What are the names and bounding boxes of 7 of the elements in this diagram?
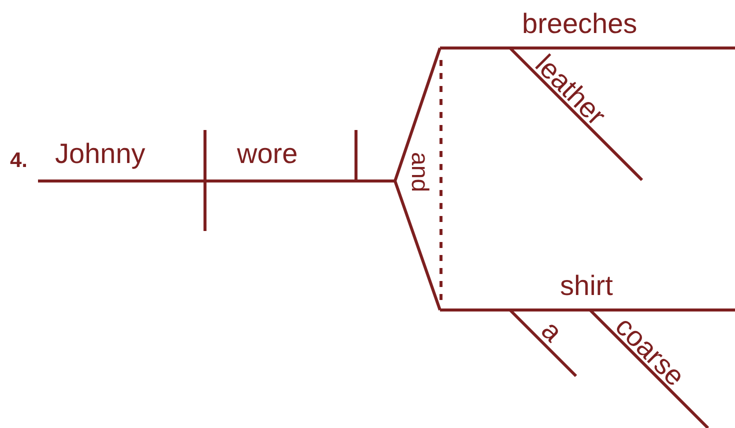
question-number: 4. [10, 150, 28, 171]
subject-word: Johnny [55, 140, 146, 168]
object-word: breeches [522, 10, 638, 38]
conjunction-word: and [407, 152, 431, 192]
verb-word: wore [237, 140, 298, 168]
object-word: shirt [560, 272, 613, 300]
modifier-word: a [536, 316, 568, 347]
